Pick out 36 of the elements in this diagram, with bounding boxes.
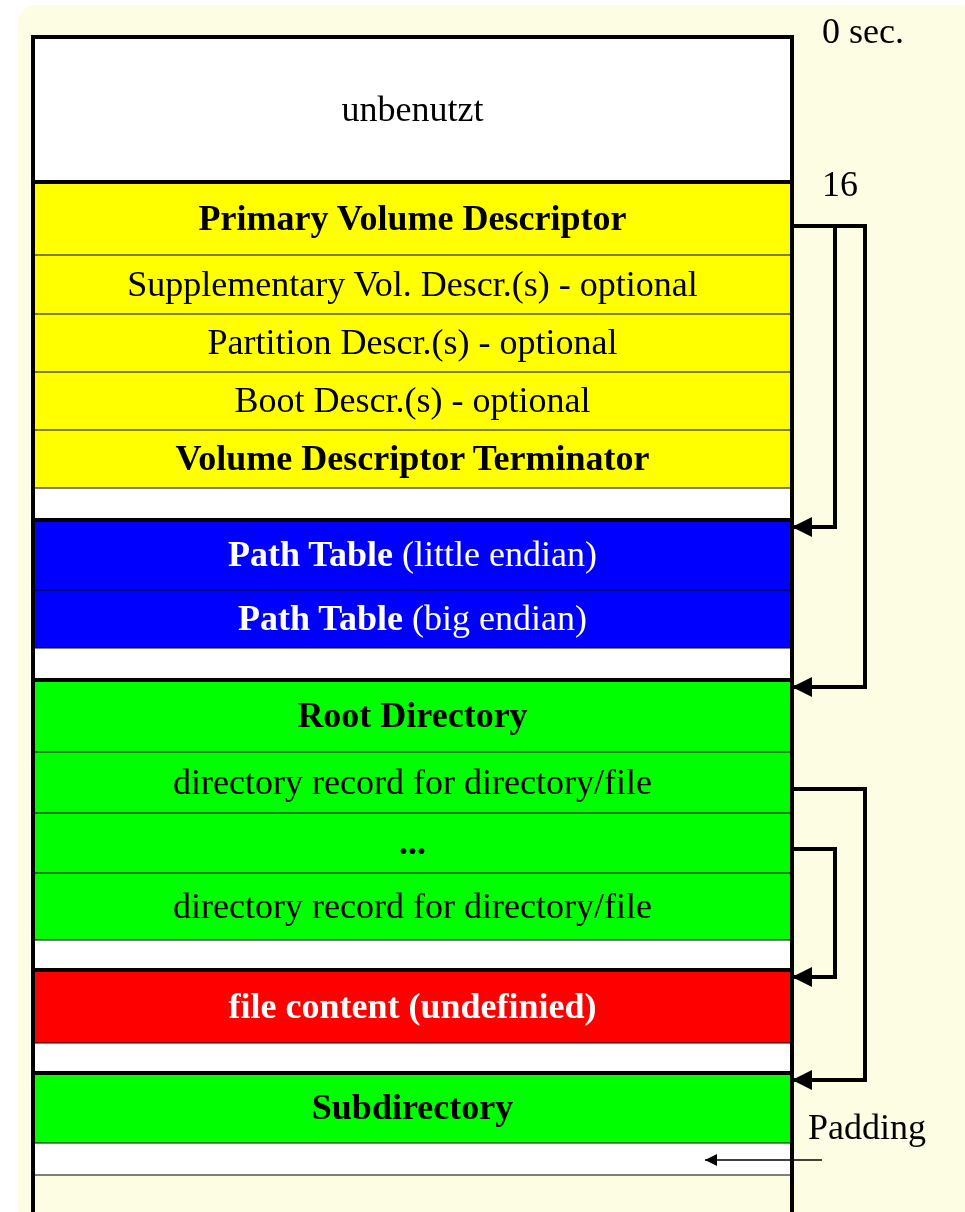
leader-line (704, 1154, 823, 1166)
block-label: unbenutzt (341, 89, 484, 130)
block-label: directory record for directory/file (173, 886, 652, 927)
block-label: Boot Descr.(s) - optional (234, 381, 591, 421)
memory-block (33, 680, 792, 752)
arrow (792, 224, 867, 697)
block-label: Root Directory (297, 696, 528, 736)
block-label: Path Table (big endian) (238, 599, 587, 639)
block-label: Supplementary Vol. Descr.(s) - optional (127, 264, 698, 305)
block-label: Path Table (little endian) (228, 535, 597, 575)
memory-block (33, 314, 792, 372)
callout-text: Padding (808, 1108, 926, 1160)
sector-number: 0 sec. (822, 12, 904, 52)
block-label: Partition Descr.(s) - optional (207, 323, 618, 363)
block-label: Subdirectory (311, 1088, 514, 1128)
memory-block (33, 37, 792, 182)
memory-block (33, 873, 792, 940)
padding-row (33, 1143, 792, 1175)
memory-block (33, 430, 792, 488)
arrow (792, 787, 867, 1090)
block-label: Volume Descriptor Terminator (175, 439, 650, 479)
memory-block (33, 255, 792, 314)
memory-block (33, 970, 792, 1043)
memory-block (33, 520, 792, 590)
memory-block (33, 372, 792, 430)
memory-block (33, 590, 792, 648)
block-label: Primary Volume Descriptor (198, 198, 627, 239)
block-label: ... (399, 823, 426, 863)
block-label: file content (undefinied) (228, 986, 597, 1027)
block-label: directory record for directory/file (173, 762, 652, 803)
sector-number: 16 (822, 165, 858, 205)
arrow (792, 847, 837, 987)
memory-block (33, 182, 792, 255)
memory-block (33, 813, 792, 873)
memory-block (33, 1073, 792, 1143)
memory-block (33, 752, 792, 813)
